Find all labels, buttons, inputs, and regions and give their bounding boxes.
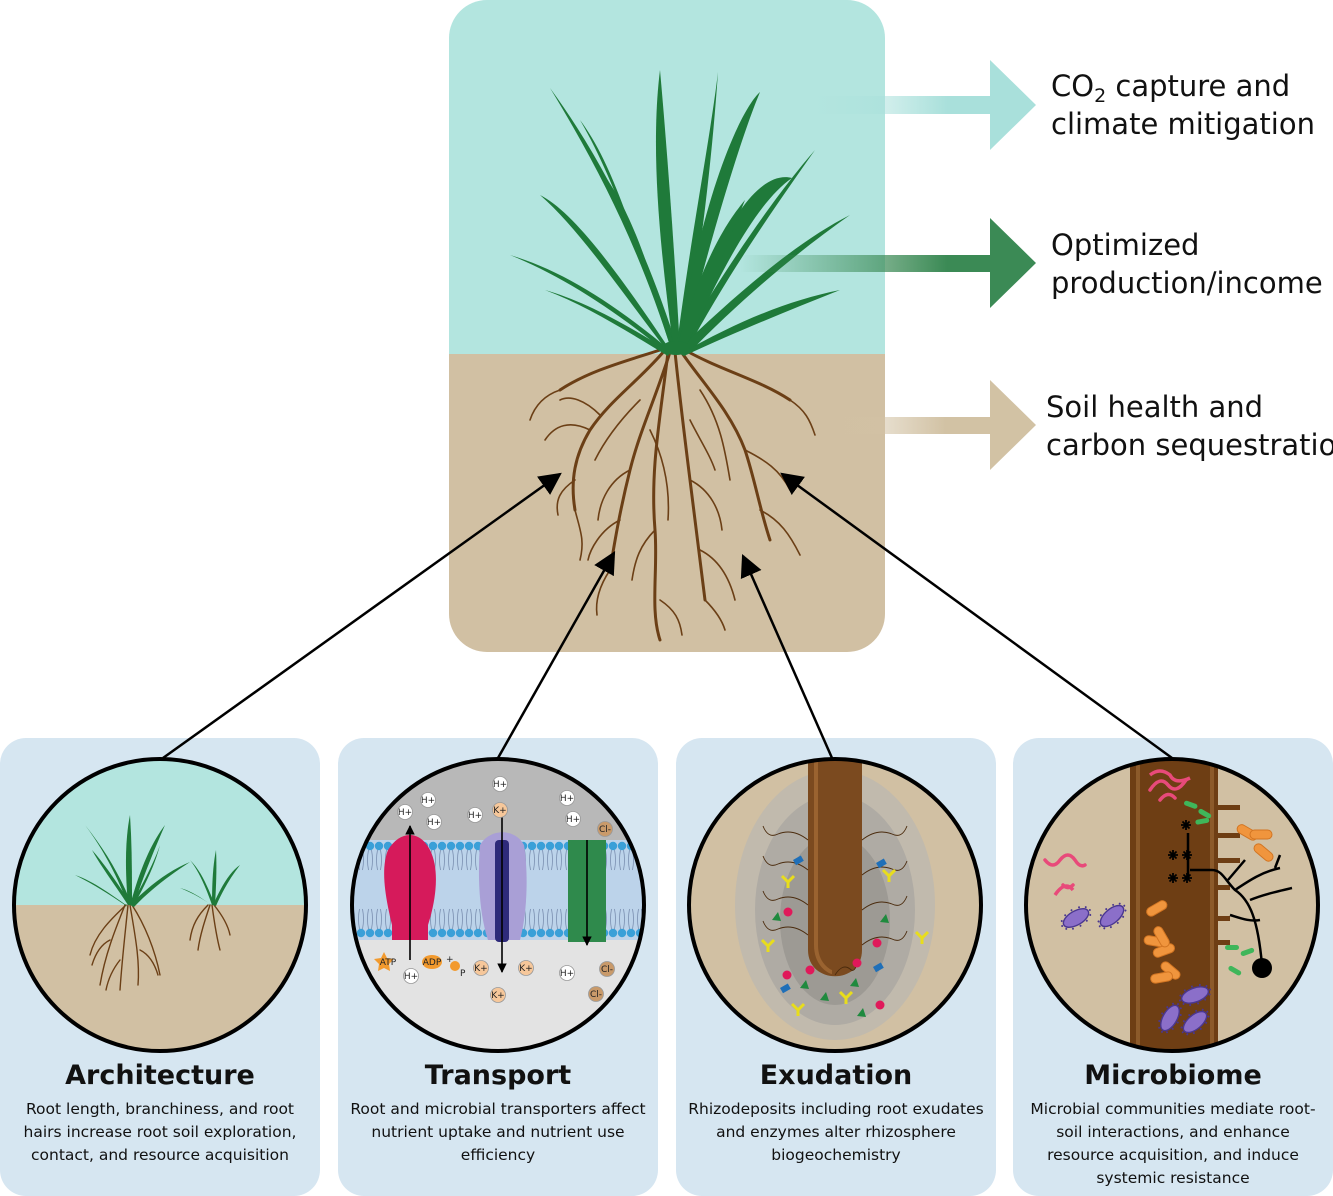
svg-text:H+: H+: [398, 808, 412, 818]
arrow-exudation: [740, 553, 834, 759]
outcome-arrows: [740, 60, 1036, 470]
svg-text:H+: H+: [427, 818, 441, 828]
panel-title-microbiome: Microbiome: [1084, 1060, 1262, 1091]
ion-h: H+: [426, 814, 442, 830]
svg-text:K+: K+: [519, 964, 532, 974]
panel-title-exudation: Exudation: [759, 1060, 913, 1091]
svg-text:Cl-: Cl-: [590, 990, 602, 1000]
arrow-transport: [496, 551, 616, 759]
svg-text:Cl-: Cl-: [599, 825, 611, 835]
outcome-soil-line2: carbon sequestration: [1046, 428, 1333, 462]
main-grass: [510, 70, 850, 356]
svg-text:H+: H+: [493, 780, 507, 790]
ion-h: H+: [467, 807, 483, 823]
main-plant-panel: [449, 0, 885, 652]
arrow-production: [740, 218, 1036, 308]
mycorrhizal-hyphae: [1186, 833, 1293, 966]
panel-title-architecture: Architecture: [65, 1060, 255, 1091]
ion-k: K+: [518, 960, 534, 976]
ion-h: H+: [403, 968, 419, 984]
outcome-production-line2: production/income: [1051, 266, 1323, 300]
arrow-soil-health: [810, 380, 1036, 470]
arrow-architecture: [162, 472, 562, 760]
panel-title-transport: Transport: [424, 1060, 572, 1091]
svg-text:K+: K+: [491, 991, 504, 1001]
svg-text:P: P: [460, 969, 466, 979]
ion-k: K+: [492, 802, 508, 818]
arrow-co2: [815, 60, 1036, 150]
ion-cl: Cl-: [588, 986, 604, 1002]
ion-h: H+: [559, 965, 575, 981]
microbes: [1043, 769, 1274, 1036]
svg-text:H+: H+: [468, 811, 482, 821]
soil-area: [449, 354, 885, 652]
svg-text:K+: K+: [474, 964, 487, 974]
exudate-molecules: [760, 855, 930, 1017]
exudation-illustration: [687, 757, 983, 1053]
ion-k: K+: [490, 987, 506, 1003]
outcome-soil-line1: Soil health and: [1046, 390, 1264, 424]
ion-h: H+: [420, 792, 436, 808]
outcome-co2-line1: CO2 capture and: [1051, 69, 1291, 107]
connector-arrows: [162, 472, 1173, 760]
root-section: [1130, 759, 1218, 1051]
ion-h: H+: [397, 804, 413, 820]
ion-h: H+: [559, 790, 575, 806]
microbiome-illustration: [1024, 757, 1320, 1053]
svg-text:K+: K+: [493, 806, 506, 816]
ion-k: K+: [473, 960, 489, 976]
ion-cl: Cl-: [599, 961, 615, 977]
svg-text:H+: H+: [566, 815, 580, 825]
outcome-co2-line2: climate mitigation: [1051, 107, 1315, 141]
svg-text:H+: H+: [421, 796, 435, 806]
svg-text:+: +: [446, 955, 454, 965]
arrow-microbiome: [780, 472, 1173, 760]
panel-desc-transport: Root and microbial transporters affect n…: [350, 1100, 646, 1164]
ion-h: H+: [565, 811, 581, 827]
outcome-production: Optimized production/income: [1051, 226, 1323, 302]
svg-text:Cl-: Cl-: [601, 965, 613, 975]
root-tip: [808, 759, 862, 977]
atp-icon: [374, 952, 394, 971]
ion-cl: Cl-: [597, 821, 613, 837]
svg-text:H+: H+: [404, 972, 418, 982]
panel-desc-microbiome: Microbial communities mediate root-soil …: [1030, 1100, 1316, 1187]
transport-ions: H+ H+ H+ H+ H+ H+ H+ H+ H+ K+ K+ K+ K+ Cl- Cl- Cl- ATP AD…: [374, 776, 615, 1003]
ion-h: H+: [492, 776, 508, 792]
outcome-production-line1: Optimized: [1051, 228, 1200, 262]
panel-desc-architecture: Root length, branchiness, and root hairs…: [23, 1100, 297, 1164]
svg-text:H+: H+: [560, 969, 574, 979]
svg-text:ADP: ADP: [423, 958, 442, 968]
svg-text:ATP: ATP: [380, 958, 397, 968]
panel-desc-exudation: Rhizodeposits including root exudates an…: [688, 1100, 984, 1164]
svg-text:H+: H+: [560, 794, 574, 804]
outcome-soil: Soil health and carbon sequestration: [1046, 388, 1333, 464]
outcome-co2: CO2 capture and climate mitigation: [1051, 67, 1315, 143]
